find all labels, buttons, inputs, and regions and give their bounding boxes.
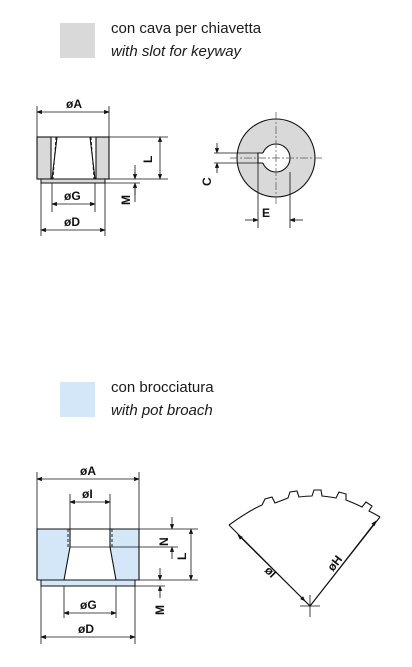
broach-drawing: øA øI N L M øG øD øI øH xyxy=(36,464,381,644)
dim-M2: M xyxy=(153,605,167,615)
broach-side-view: øA øI N L M øG øD xyxy=(36,464,198,644)
label-broach-en: with pot broach xyxy=(111,402,213,419)
broach-sector-view: øI øH xyxy=(228,489,381,617)
swatch-grey xyxy=(60,23,95,58)
dim-L: L xyxy=(141,156,155,163)
dim-A2: øA xyxy=(80,464,96,478)
legend-broach: con brocciatura with pot broach xyxy=(0,379,412,422)
dim-G2: øG xyxy=(80,598,97,612)
dim-D: øD xyxy=(64,215,80,229)
legend-keyway: con cava per chiavetta with slot for key… xyxy=(0,20,412,63)
dim-D2: øD xyxy=(78,622,94,636)
dim-H: øH xyxy=(324,553,345,574)
dim-I: øI xyxy=(82,487,93,501)
dim-L2: L xyxy=(175,553,189,560)
dim-N: N xyxy=(157,537,171,546)
dim-G: øG xyxy=(64,189,81,203)
label-broach-it: con brocciatura xyxy=(111,379,214,396)
swatch-blue xyxy=(60,382,95,417)
label-keyway-it: con cava per chiavetta xyxy=(111,20,262,37)
label-keyway-en: with slot for keyway xyxy=(111,43,242,60)
dim-C: C xyxy=(200,177,214,186)
dim-E: E xyxy=(262,206,270,220)
keyway-drawing: øA L M øG øD C E xyxy=(36,97,323,236)
dim-I-sector: øI xyxy=(262,563,279,580)
dim-M: M xyxy=(119,195,133,205)
dim-A: øA xyxy=(66,97,82,111)
keyway-front-view: C E xyxy=(200,112,323,228)
keyway-side-view: øA L M øG øD xyxy=(36,97,168,236)
